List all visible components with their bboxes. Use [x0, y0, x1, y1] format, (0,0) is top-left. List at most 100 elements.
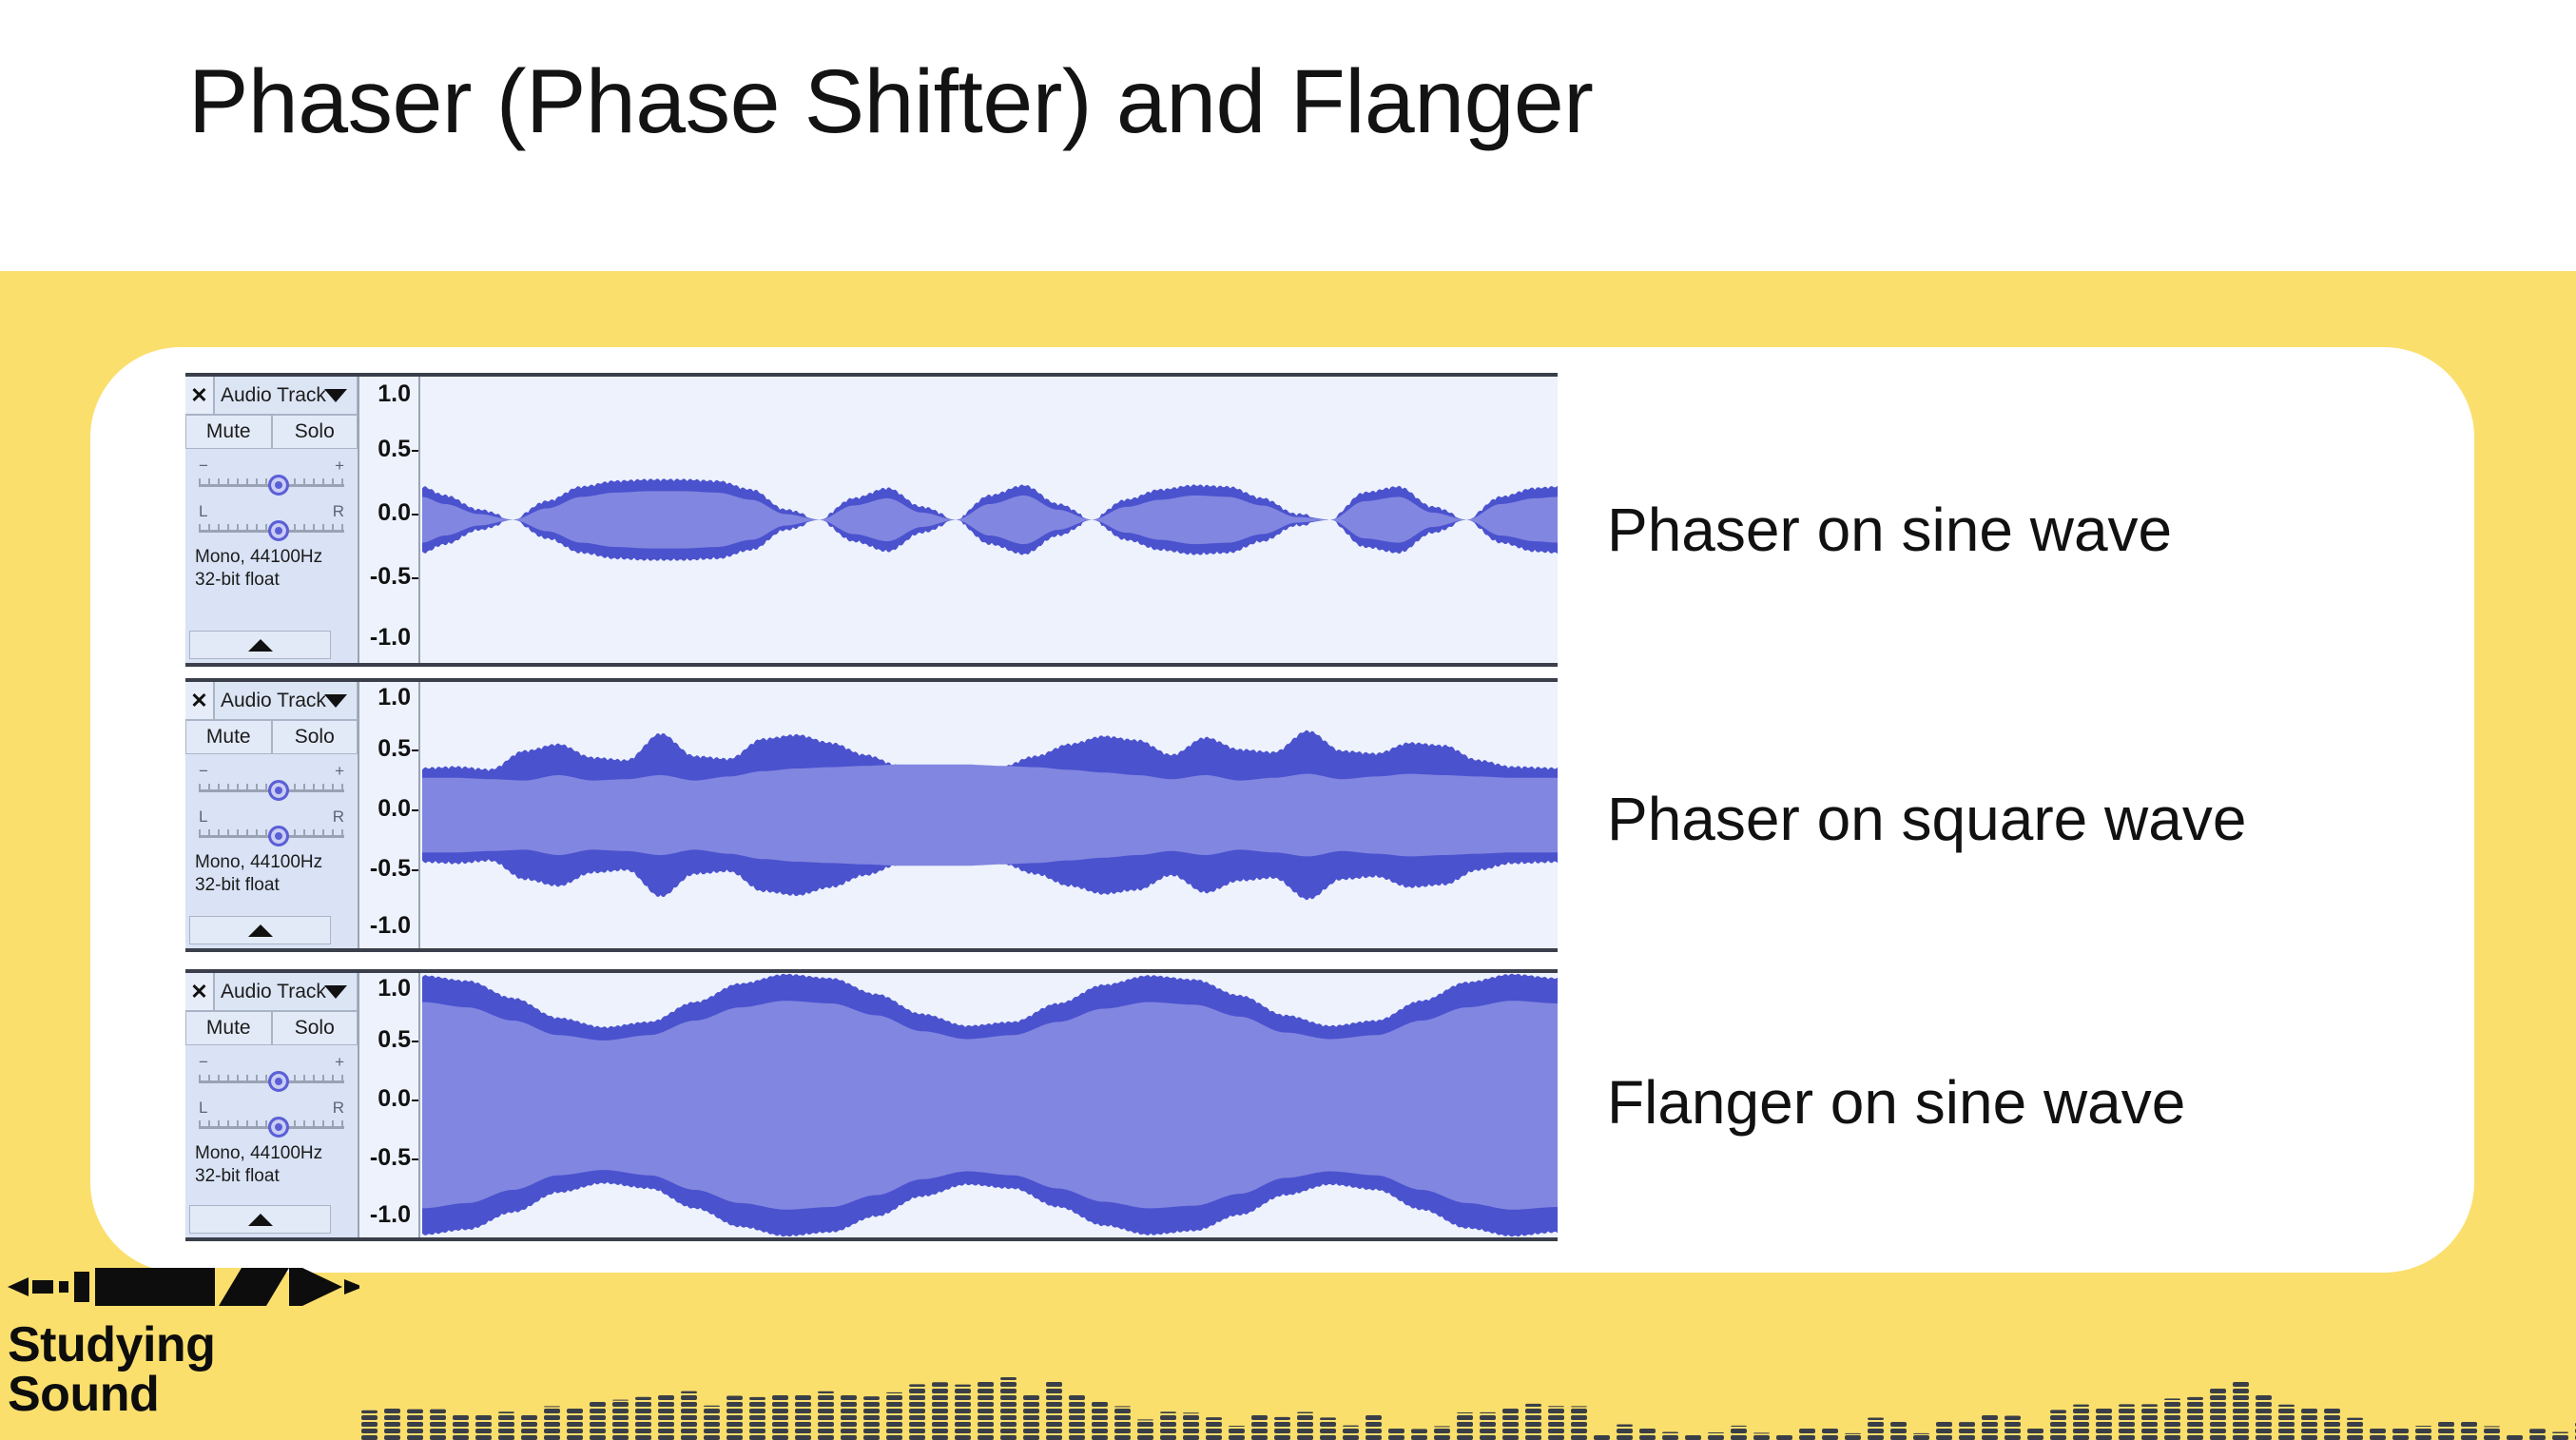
waveform-svg [422, 682, 1558, 948]
gain-slider[interactable] [199, 475, 344, 496]
equalizer-bars [361, 1377, 2576, 1440]
pan-slider-knob[interactable] [268, 520, 290, 541]
pan-left-label: L [199, 808, 208, 826]
track-format-info: Mono, 44100Hz 32-bit float [185, 538, 358, 592]
gain-minus-label: − [199, 1053, 208, 1071]
waveform-svg [422, 973, 1558, 1237]
gain-slider-knob[interactable] [268, 780, 290, 801]
solo-button[interactable]: Solo [271, 720, 358, 754]
logo-wordmark: Studying Sound [8, 1317, 216, 1422]
gain-plus-label: + [335, 457, 344, 475]
ruler-label-2: 0.5 [378, 735, 418, 762]
track-format-info: Mono, 44100Hz 32-bit float [185, 1135, 358, 1188]
gain-minus-label: − [199, 457, 208, 475]
track-format-info: Mono, 44100Hz 32-bit float [185, 844, 358, 897]
track-name-dropdown[interactable]: Audio Track [214, 682, 358, 720]
ruler-label-4: -0.5 [369, 855, 419, 882]
logo: Studying Sound [8, 1260, 369, 1419]
audacity-screenshot: ✕ Audio Track Mute Solo − + [185, 373, 1558, 1241]
track-control-panel[interactable]: ✕ Audio Track Mute Solo − + [185, 973, 359, 1237]
audio-track-phaser-square[interactable]: ✕ Audio Track Mute Solo − + [185, 678, 1558, 952]
track-format-line-1: Mono, 44100Hz [195, 852, 323, 872]
gain-minus-label: − [199, 762, 208, 780]
track-format-line-2: 32-bit float [195, 1165, 280, 1186]
chevron-down-icon[interactable] [324, 388, 347, 402]
track-control-panel[interactable]: ✕ Audio Track Mute Solo − + [185, 682, 359, 948]
vertical-ruler: 1.0 0.5 0.0 -0.5 -1.0 [361, 682, 420, 948]
chevron-down-icon[interactable] [324, 693, 347, 708]
ruler-label-1: 1.0 [378, 684, 411, 710]
pan-right-label: R [332, 808, 344, 826]
track-name-label: Audio Track [221, 980, 326, 1002]
caption-flanger-sine: Flanger on sine wave [1607, 1068, 2186, 1137]
close-icon[interactable]: ✕ [185, 682, 214, 720]
pan-right-label: R [332, 1099, 344, 1117]
ruler-label-1: 1.0 [378, 975, 411, 1002]
equalizer-decoration [0, 1372, 2576, 1440]
collapse-track-button[interactable] [189, 916, 331, 944]
ruler-label-5: -1.0 [369, 1201, 411, 1228]
ruler-label-4: -0.5 [369, 1144, 419, 1171]
waveform-phaser-sine[interactable] [422, 377, 1558, 663]
track-name-label: Audio Track [221, 383, 326, 406]
gain-plus-label: + [335, 762, 344, 780]
vertical-ruler: 1.0 0.5 0.0 -0.5 -1.0 [361, 973, 420, 1237]
mute-button[interactable]: Mute [185, 1011, 272, 1045]
chevron-up-icon [247, 638, 273, 652]
track-name-dropdown[interactable]: Audio Track [214, 973, 358, 1011]
close-icon[interactable]: ✕ [185, 377, 214, 415]
vertical-ruler: 1.0 0.5 0.0 -0.5 -1.0 [361, 377, 420, 663]
track-control-panel[interactable]: ✕ Audio Track Mute Solo − + [185, 377, 359, 663]
gain-slider-group[interactable]: − + L R [185, 1045, 358, 1138]
ruler-label-5: -1.0 [369, 624, 411, 651]
gain-slider[interactable] [199, 780, 344, 801]
pan-left-label: L [199, 502, 208, 520]
solo-button[interactable]: Solo [271, 415, 358, 449]
chevron-up-icon [247, 1213, 273, 1226]
ruler-label-1: 1.0 [378, 380, 411, 407]
caption-phaser-square: Phaser on square wave [1607, 785, 2247, 853]
pan-slider[interactable] [199, 1117, 344, 1138]
mute-button[interactable]: Mute [185, 720, 272, 754]
track-format-line-1: Mono, 44100Hz [195, 1143, 323, 1163]
ruler-label-2: 0.5 [378, 1026, 418, 1053]
audio-track-flanger-sine[interactable]: ✕ Audio Track Mute Solo − + [185, 969, 1558, 1241]
gain-slider-group[interactable]: − + L R [185, 754, 358, 846]
ruler-label-3: 0.0 [378, 499, 418, 526]
pan-slider[interactable] [199, 520, 344, 541]
track-name-label: Audio Track [221, 689, 326, 711]
track-name-dropdown[interactable]: Audio Track [214, 377, 358, 415]
waveform-svg [422, 377, 1558, 663]
mute-button[interactable]: Mute [185, 415, 272, 449]
pencil-icon [8, 1268, 363, 1306]
chevron-up-icon [247, 924, 273, 937]
caption-phaser-sine: Phaser on sine wave [1607, 496, 2173, 564]
ruler-label-3: 0.0 [378, 1085, 418, 1112]
collapse-track-button[interactable] [189, 631, 331, 659]
close-icon[interactable]: ✕ [185, 973, 214, 1011]
ruler-label-4: -0.5 [369, 563, 419, 590]
audio-track-phaser-sine[interactable]: ✕ Audio Track Mute Solo − + [185, 373, 1558, 667]
collapse-track-button[interactable] [189, 1205, 331, 1234]
ruler-label-3: 0.0 [378, 795, 418, 822]
gain-slider-knob[interactable] [268, 1071, 290, 1092]
pan-right-label: R [332, 502, 344, 520]
track-format-line-2: 32-bit float [195, 569, 280, 590]
ruler-label-5: -1.0 [369, 912, 411, 939]
track-format-line-1: Mono, 44100Hz [195, 547, 323, 567]
pan-slider-knob[interactable] [268, 826, 290, 846]
gain-plus-label: + [335, 1053, 344, 1071]
waveform-flanger-sine[interactable] [422, 973, 1558, 1237]
chevron-down-icon[interactable] [324, 984, 347, 999]
waveform-phaser-square[interactable] [422, 682, 1558, 948]
page-title: Phaser (Phase Shifter) and Flanger [188, 51, 1594, 152]
gain-slider-group[interactable]: − + L R [185, 449, 358, 541]
gain-slider[interactable] [199, 1071, 344, 1092]
solo-button[interactable]: Solo [271, 1011, 358, 1045]
ruler-label-2: 0.5 [378, 436, 418, 462]
pan-left-label: L [199, 1099, 208, 1117]
track-format-line-2: 32-bit float [195, 874, 280, 895]
gain-slider-knob[interactable] [268, 475, 290, 496]
pan-slider-knob[interactable] [268, 1117, 290, 1138]
pan-slider[interactable] [199, 826, 344, 846]
